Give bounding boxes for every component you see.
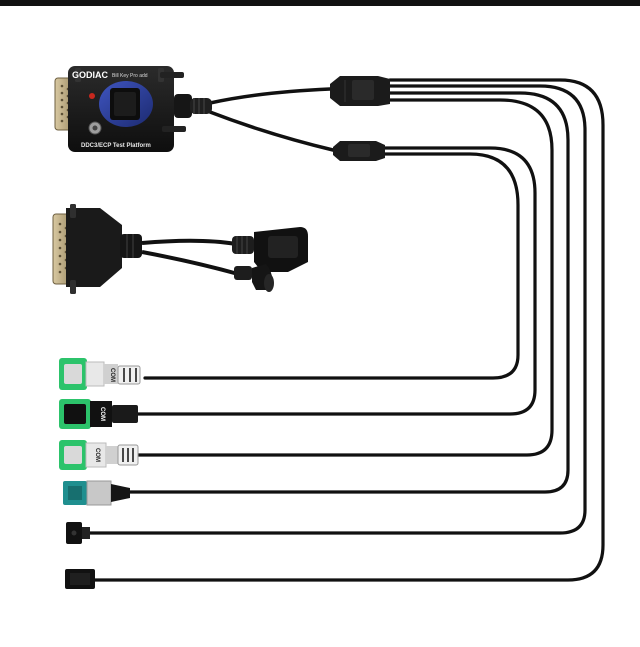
platform-label: DDC3/ECP Test Platform bbox=[81, 143, 151, 149]
device-cables bbox=[208, 87, 335, 152]
cable-bundle bbox=[83, 78, 605, 582]
model-label: Bill Key Pro add bbox=[112, 73, 148, 79]
cable-to-teal bbox=[128, 91, 570, 494]
ddc3-test-platform-device: GODIAC Bill Key Pro add DDC3/ECP Test Pl… bbox=[54, 66, 212, 152]
com-2-label: COM bbox=[99, 407, 105, 421]
splitter-4way bbox=[330, 76, 390, 106]
cable-to-com-3 bbox=[136, 98, 554, 457]
connector-teal bbox=[63, 480, 130, 506]
cable-to-black-small bbox=[83, 84, 587, 535]
obd-adapter-cable bbox=[52, 204, 308, 294]
com-1-label: COM bbox=[109, 368, 115, 382]
cable-to-com-1 bbox=[143, 152, 520, 380]
cable-to-black-box bbox=[93, 78, 605, 582]
connector-black-small bbox=[66, 522, 90, 544]
splitter-2way bbox=[333, 141, 385, 161]
com-3-label: COM bbox=[94, 448, 100, 462]
top-border bbox=[0, 0, 640, 6]
connector-com-2: COM bbox=[59, 399, 138, 429]
connector-com-3: COM bbox=[59, 440, 139, 470]
connector-black-box bbox=[65, 569, 95, 589]
brand-label: GODIAC bbox=[72, 70, 109, 80]
cable-to-com-2 bbox=[136, 146, 537, 416]
connector-com-1: COM bbox=[59, 358, 141, 390]
